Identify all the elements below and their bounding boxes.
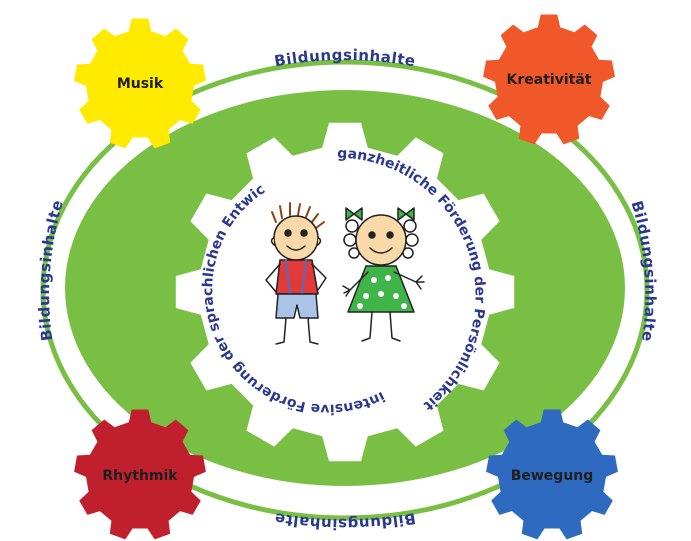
gear-rhythmik-label: Rhythmik: [102, 468, 178, 484]
gear-kreativitaet: Kreativität: [483, 14, 615, 145]
gear-musik-shape: [74, 18, 206, 149]
gear-musik: Musik: [74, 18, 206, 149]
boy-illustration: [265, 202, 327, 345]
gear-kreativitaet-shape: [483, 14, 615, 145]
gear-bewegung-shape: [486, 409, 618, 540]
gear-bewegung: Bewegung: [486, 409, 618, 540]
gear-musik-label: Musik: [117, 76, 164, 92]
girl-illustration: [342, 207, 425, 342]
gear-rhythmik-shape: [74, 409, 206, 540]
ring-text-bottom: Bildungsinhalte: [273, 509, 417, 533]
gear-kreativitaet-label: Kreativität: [507, 72, 592, 88]
gear-bewegung-label: Bewegung: [511, 468, 594, 484]
gear-rhythmik: Rhythmik: [74, 409, 206, 540]
